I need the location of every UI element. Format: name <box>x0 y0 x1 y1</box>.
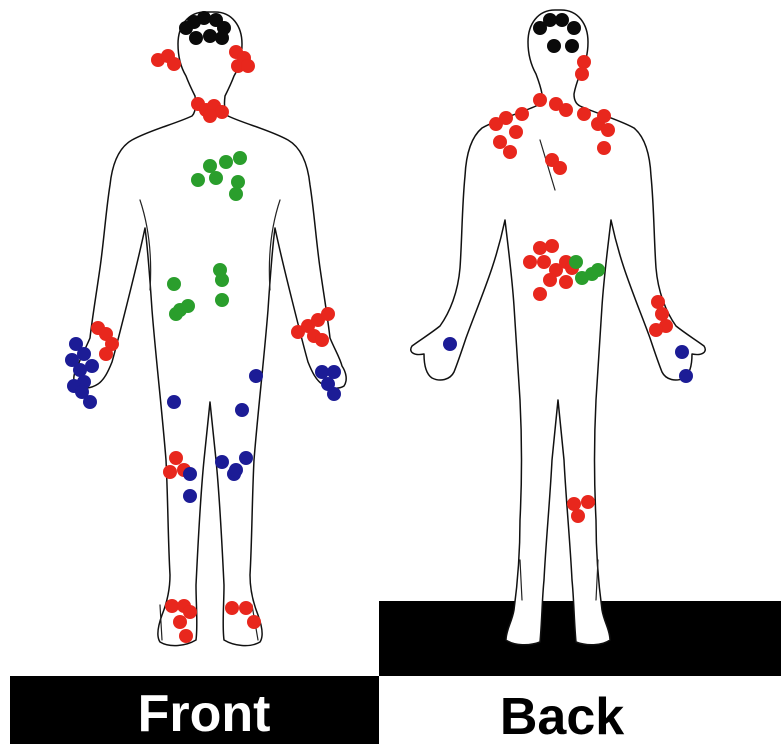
front-red-dot-right-foot-4 <box>173 615 187 629</box>
front-blue-dot-right-hand-4 <box>73 363 87 377</box>
back-red-dot-wrist-4 <box>649 323 663 337</box>
front-red-dot-left-foot-3 <box>247 615 261 629</box>
back-label: Back <box>500 688 624 744</box>
front-green-dot-chest-6 <box>231 175 245 189</box>
front-label: Front <box>138 685 271 743</box>
front-green-dot-chest-1 <box>203 159 217 173</box>
front-red-dot-left-wrist-6 <box>315 333 329 347</box>
back-red-dot-ear-1 <box>577 55 591 69</box>
front-black-dot-head-top-6 <box>189 31 203 45</box>
back-blue-dot-left-hand-1 <box>675 345 689 359</box>
back-red-dot-back-2 <box>553 161 567 175</box>
back-red-dot-shoulder-12 <box>493 135 507 149</box>
front-blue-dot-right-hand-5 <box>85 359 99 373</box>
front-green-dot-chest-5 <box>209 171 223 185</box>
front-blue-dot-left-hand-1 <box>315 365 329 379</box>
back-red-dot-shoulder-7 <box>577 107 591 121</box>
front-red-dot-left-foot-1 <box>225 601 239 615</box>
back-red-dot-shoulder-11 <box>509 125 523 139</box>
front-green-dot-abdomen-3 <box>215 273 229 287</box>
front-red-dot-right-ear-4 <box>241 59 255 73</box>
back-red-dot-calf-3 <box>571 509 585 523</box>
front-red-dot-right-wrist-4 <box>99 347 113 361</box>
front-red-dot-right-foot-5 <box>179 629 193 643</box>
front-red-dot-knee-3 <box>163 465 177 479</box>
back-red-dot-shoulder-2 <box>499 111 513 125</box>
front-blue-dot-right-hand-9 <box>83 395 97 409</box>
back-red-dot-lumbar-8 <box>543 273 557 287</box>
front-black-dot-head-top-7 <box>203 29 217 43</box>
front-green-dot-chest-7 <box>229 187 243 201</box>
front-red-dot-left-foot-2 <box>239 601 253 615</box>
back-green-dot-lumbar-g-4 <box>591 263 605 277</box>
back-red-dot-lumbar-2 <box>533 241 547 255</box>
front-blue-dot-right-hand-2 <box>77 347 91 361</box>
front-blue-dot-thigh-2 <box>235 403 249 417</box>
back-black-dot-head-2 <box>543 13 557 27</box>
front-blue-dot-left-hand-4 <box>327 387 341 401</box>
front-green-dot-chest-3 <box>233 151 247 165</box>
back-black-dot-head-4 <box>567 21 581 35</box>
back-red-dot-shoulder-9 <box>597 109 611 123</box>
back-black-dot-head-5 <box>547 39 561 53</box>
front-blue-dot-knee-b-1 <box>183 467 197 481</box>
back-red-dot-ear-2 <box>575 67 589 81</box>
back-red-dot-shoulder-6 <box>559 103 573 117</box>
front-black-dot-head-top-3 <box>197 11 211 25</box>
back-red-dot-calf-2 <box>581 495 595 509</box>
back-red-dot-lumbar-4 <box>537 255 551 269</box>
back-black-dot-head-3 <box>555 13 569 27</box>
back-red-dot-lumbar-1 <box>523 255 537 269</box>
front-black-dot-head-top-8 <box>215 31 229 45</box>
front-red-dot-right-foot-1 <box>165 599 179 613</box>
back-red-dot-shoulder-13 <box>503 145 517 159</box>
front-blue-dot-left-hand-2 <box>327 365 341 379</box>
back-black-dot-head-6 <box>565 39 579 53</box>
front-green-dot-abdomen-1 <box>167 277 181 291</box>
front-green-dot-abdomen-7 <box>173 303 187 317</box>
front-blue-dot-knee-b-6 <box>229 463 243 477</box>
back-red-dot-lumbar-3 <box>545 239 559 253</box>
back-red-dot-shoulder-4 <box>533 93 547 107</box>
front-red-dot-left-wrist-4 <box>321 307 335 321</box>
front-blue-dot-thigh-1 <box>167 395 181 409</box>
front-red-dot-left-ear-3 <box>167 57 181 71</box>
front-red-dot-neck-5 <box>203 109 217 123</box>
back-blue-dot-left-hand-2 <box>679 369 693 383</box>
back-red-dot-shoulder-14 <box>597 141 611 155</box>
back-red-dot-calf-1 <box>567 497 581 511</box>
front-red-dot-right-foot-3 <box>183 605 197 619</box>
back-red-dot-shoulder-3 <box>515 107 529 121</box>
back-red-dot-lumbar-7 <box>559 275 573 289</box>
front-green-dot-chest-4 <box>191 173 205 187</box>
front-blue-dot-knee-b-3 <box>215 455 229 469</box>
back-red-dot-wrist-2 <box>655 307 669 321</box>
front-blue-dot-thigh-3 <box>249 369 263 383</box>
front-red-dot-knee-1 <box>169 451 183 465</box>
back-red-dot-shoulder-10 <box>601 123 615 137</box>
back-red-dot-lumbar-9 <box>533 287 547 301</box>
front-green-dot-abdomen-6 <box>215 293 229 307</box>
front-blue-dot-knee-b-2 <box>183 489 197 503</box>
front-green-dot-chest-2 <box>219 155 233 169</box>
back-red-dot-wrist-1 <box>651 295 665 309</box>
front-blue-dot-knee-b-5 <box>239 451 253 465</box>
back-blue-dot-right-hand-1 <box>443 337 457 351</box>
view-labels: Front Back <box>10 676 781 744</box>
front-red-dot-neck-4 <box>215 105 229 119</box>
back-green-dot-lumbar-g-1 <box>569 255 583 269</box>
